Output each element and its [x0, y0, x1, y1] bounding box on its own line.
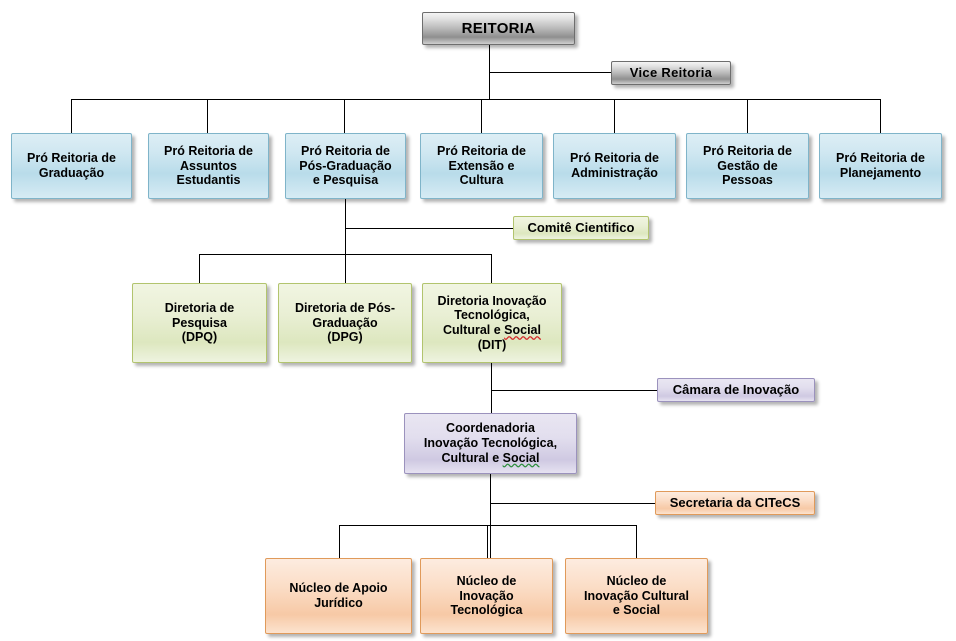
node-diretoria-dit-line4: (DIT) [477, 337, 507, 352]
node-pro-reitoria-assuntos-label: Pró Reitoria de Assuntos Estudantis [164, 143, 253, 188]
node-coordenadoria-line2: Inovação Tecnológica, [423, 436, 558, 451]
node-diretoria-dit-line3-prefix: Cultural e [443, 323, 505, 337]
connector-drop-extensao [481, 99, 482, 133]
connector-drop-administracao [614, 99, 615, 133]
node-comite-cientifico[interactable]: Comitê Cientifico [513, 216, 649, 240]
node-pro-reitoria-extensao[interactable]: Pró Reitoria de Extensão e Cultura [420, 133, 543, 199]
node-nucleo-tecnologica[interactable]: Núcleo de Inovação Tecnológica [420, 558, 553, 634]
node-coordenadoria[interactable]: Coordenadoria Inovação Tecnológica, Cult… [404, 413, 577, 474]
node-nucleo-juridico[interactable]: Núcleo de Apoio Jurídico [265, 558, 412, 634]
node-diretoria-pesquisa[interactable]: Diretoria de Pesquisa (DPQ) [132, 283, 267, 363]
connector-dit-spine [491, 363, 492, 413]
node-diretoria-dit-label: Diretoria Inovação Tecnológica, Cultural… [427, 294, 557, 353]
connector-pro-reitorias-bus [71, 99, 881, 100]
node-pro-reitoria-extensao-label: Pró Reitoria de Extensão e Cultura [437, 143, 526, 188]
node-coordenadoria-label: Coordenadoria Inovação Tecnológica, Cult… [409, 421, 572, 465]
node-vice-reitoria[interactable]: Vice Reitoria [611, 61, 731, 85]
connector-coordenadoria-spine [490, 474, 491, 558]
node-reitoria[interactable]: REITORIA [422, 12, 575, 45]
connector-drop-planejamento [880, 99, 881, 133]
node-diretoria-dit-line2: Tecnológica, [454, 308, 530, 323]
node-pro-reitoria-graduacao[interactable]: Pró Reitoria de Graduação [11, 133, 132, 199]
node-pro-reitoria-administracao-label: Pró Reitoria de Administração [570, 151, 659, 180]
node-pro-reitoria-posgrad-label: Pró Reitoria de Pós-Graduação e Pesquisa [299, 143, 392, 188]
node-pro-reitoria-planejamento[interactable]: Pró Reitoria de Planejamento [819, 133, 942, 199]
node-pro-reitoria-gestao-label: Pró Reitoria de Gestão de Pessoas [703, 143, 792, 188]
node-diretoria-dit[interactable]: Diretoria Inovação Tecnológica, Cultural… [422, 283, 562, 363]
node-pro-reitoria-posgrad[interactable]: Pró Reitoria de Pós-Graduação e Pesquisa [285, 133, 406, 199]
connector-drop-nucleo-juridico [339, 525, 340, 558]
connector-drop-posgrad [344, 99, 345, 133]
connector-drop-nucleo-cultural [636, 525, 637, 558]
connector-drop-dpq [199, 254, 200, 283]
connector-drop-assuntos [207, 99, 208, 133]
connector-posgrad-spine [345, 199, 346, 283]
connector-posgrad-to-comite [345, 228, 513, 229]
connector-drop-nucleo-tecnologica [487, 525, 488, 558]
node-coordenadoria-line3-prefix: Cultural e [441, 450, 503, 465]
node-pro-reitoria-graduacao-label: Pró Reitoria de Graduação [27, 151, 116, 180]
connector-drop-graduacao [71, 99, 72, 133]
node-pro-reitoria-administracao[interactable]: Pró Reitoria de Administração [553, 133, 676, 199]
connector-dit-to-camara [491, 390, 657, 391]
node-pro-reitoria-gestao[interactable]: Pró Reitoria de Gestão de Pessoas [686, 133, 809, 199]
connector-coordenadoria-to-secretaria [490, 503, 655, 504]
node-diretoria-posgrad[interactable]: Diretoria de Pós- Graduação (DPG) [278, 283, 412, 363]
node-camara-inovacao[interactable]: Câmara de Inovação [657, 378, 815, 402]
node-diretoria-dit-line1: Diretoria Inovação [437, 293, 547, 308]
node-comite-cientifico-label: Comitê Cientifico [527, 220, 635, 236]
node-nucleo-cultural-label: Núcleo de Inovação Cultural e Social [584, 573, 689, 618]
connector-nucleos-bus [339, 525, 637, 526]
node-nucleo-juridico-label: Núcleo de Apoio Jurídico [289, 581, 388, 610]
node-vice-reitoria-label: Vice Reitoria [629, 65, 713, 81]
connector-drop-gestao [747, 99, 748, 133]
node-diretoria-posgrad-label: Diretoria de Pós- Graduação (DPG) [294, 300, 396, 345]
connector-drop-dit [491, 254, 492, 283]
node-reitoria-label: REITORIA [461, 19, 536, 37]
node-coordenadoria-line1: Coordenadoria [446, 421, 535, 436]
node-nucleo-tecnologica-label: Núcleo de Inovação Tecnológica [450, 573, 523, 618]
node-secretaria-citecs-label: Secretaria da CITeCS [669, 495, 801, 511]
node-secretaria-citecs[interactable]: Secretaria da CITeCS [655, 491, 815, 515]
node-pro-reitoria-assuntos[interactable]: Pró Reitoria de Assuntos Estudantis [148, 133, 269, 199]
node-pro-reitoria-planejamento-label: Pró Reitoria de Planejamento [836, 151, 925, 180]
node-diretoria-pesquisa-label: Diretoria de Pesquisa (DPQ) [164, 300, 235, 345]
node-nucleo-cultural[interactable]: Núcleo de Inovação Cultural e Social [565, 558, 708, 634]
node-diretoria-dit-line3-flagged-word: Social [504, 323, 541, 337]
node-coordenadoria-line3-flagged-word: Social [502, 450, 540, 465]
connector-drop-dpg [345, 254, 346, 283]
node-camara-inovacao-label: Câmara de Inovação [672, 382, 800, 398]
connector-reitoria-to-vice [489, 72, 611, 73]
